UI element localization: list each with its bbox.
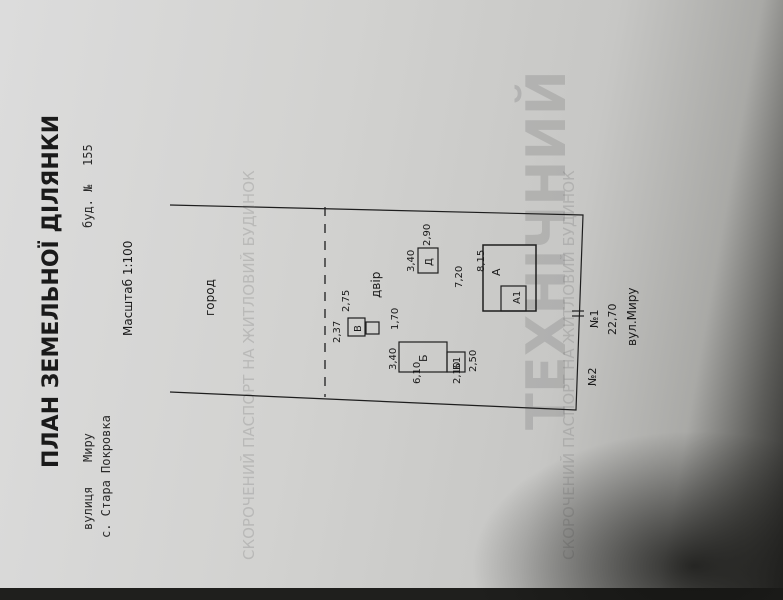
- frontage-dimension: 22,70: [606, 304, 619, 336]
- building-d: [417, 247, 439, 274]
- building-b-dim-2: 6,10: [412, 362, 423, 384]
- building-v: [347, 317, 366, 337]
- street-value: Миру: [81, 433, 95, 462]
- building-d-dim-2: 2,90: [422, 224, 433, 246]
- page-title: ПЛАН ЗЕМЕЛЬНОЇ ДІЛЯНКИ: [38, 115, 64, 468]
- building-d-dim-1: 3,40: [406, 250, 417, 272]
- building-v-dim-2: 2,75: [341, 290, 352, 312]
- garden-label: город: [203, 279, 217, 316]
- street-label: вулиця: [81, 487, 95, 530]
- street-name-label: вул.Миру: [625, 287, 639, 346]
- plot-boundary: [169, 204, 584, 411]
- building-d-label: Д: [424, 258, 435, 266]
- building-v-label: В: [353, 325, 364, 332]
- scale-label: Масштаб 1:100: [121, 241, 135, 336]
- building-b-dim-1: 3,40: [388, 348, 399, 370]
- building-number: 155: [81, 144, 95, 166]
- building-a-dim-2: 7,20: [454, 266, 465, 288]
- building-v-dim-3: 1,70: [390, 308, 401, 330]
- building-a-dim-1: 8,15: [476, 250, 487, 272]
- yard-label: двір: [369, 272, 383, 298]
- building-b-label: Б: [417, 354, 430, 362]
- building-a-label: А: [490, 268, 503, 276]
- building-a: [482, 244, 537, 312]
- neighbor-2-label: №2: [586, 368, 599, 386]
- building-b1-dim-2: 2,50: [468, 350, 479, 372]
- building-a1-label: А1: [512, 291, 523, 304]
- building-b1: [446, 351, 466, 373]
- neighbor-1-label: №1: [588, 310, 601, 328]
- building-v-annex: [365, 321, 380, 335]
- village-name: с. Стара Покровка: [99, 415, 113, 538]
- building-label: буд. №: [81, 184, 95, 228]
- building-a1: [500, 285, 527, 312]
- building-v-dim-1: 2,37: [332, 321, 343, 343]
- building-b1-label: Б1: [452, 357, 463, 370]
- building-b1-dim-1: 2,10: [452, 362, 463, 384]
- shadow-area: [470, 430, 783, 600]
